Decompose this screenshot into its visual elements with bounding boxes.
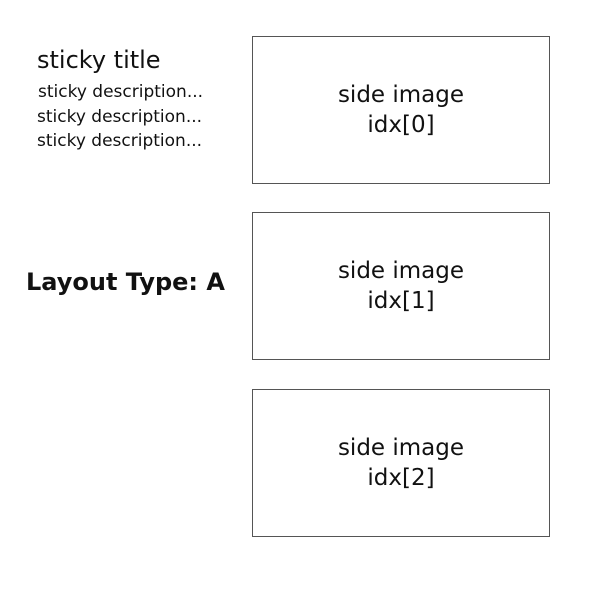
layout-type-label: Layout Type: A — [26, 268, 225, 296]
side-image-box: side image idx[1] — [252, 212, 550, 360]
sticky-description-list: sticky description... sticky description… — [37, 80, 237, 154]
side-image-label: side image — [337, 435, 465, 461]
side-image-label: side image — [337, 82, 465, 108]
sticky-description: sticky description... — [37, 106, 203, 127]
side-image-index: idx[2] — [367, 465, 435, 491]
sticky-description: sticky description... — [37, 131, 203, 151]
side-image-index: idx[1] — [367, 288, 435, 314]
sticky-title: sticky title — [37, 46, 161, 74]
side-image-box: side image idx[2] — [252, 389, 550, 537]
sticky-description: sticky description... — [38, 82, 204, 102]
side-image-label: side image — [337, 258, 465, 284]
sticky-panel: sticky title sticky description... stick… — [37, 44, 237, 154]
side-image-box: side image idx[0] — [252, 36, 550, 184]
side-image-index: idx[0] — [367, 112, 435, 138]
